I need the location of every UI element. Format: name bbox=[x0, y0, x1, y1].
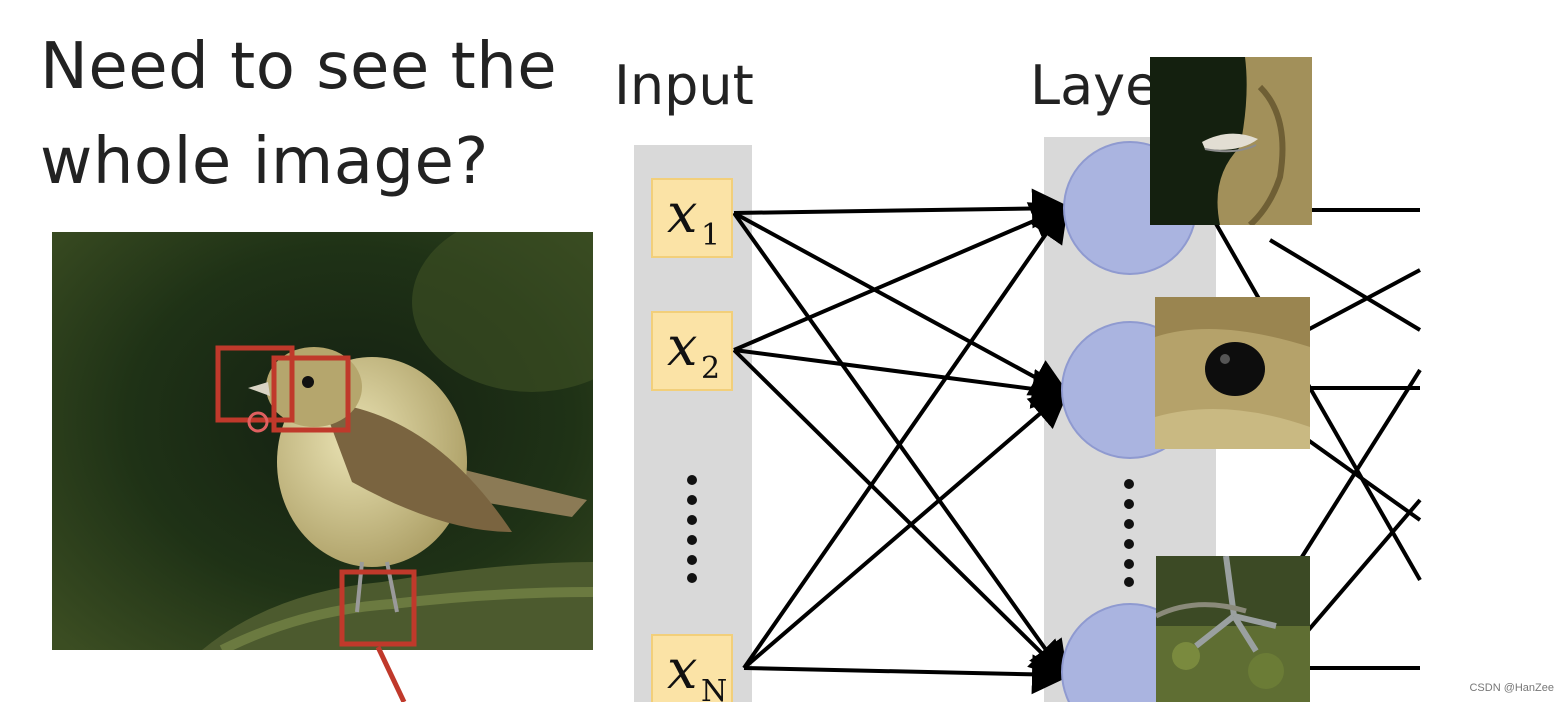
edge-xn-n2 bbox=[742, 387, 1071, 670]
bird-photo bbox=[52, 232, 593, 650]
input-ellipsis bbox=[687, 475, 697, 583]
watermark: CSDN @HanZee bbox=[1469, 682, 1554, 694]
edge-x2-n3 bbox=[732, 348, 1070, 681]
edge-x1-n2 bbox=[733, 211, 1072, 397]
layer-column-label: Laye bbox=[1030, 54, 1159, 117]
input-column-label: Input bbox=[614, 54, 754, 117]
title-line-1: Need to see the bbox=[40, 30, 558, 104]
layer-ellipsis bbox=[1124, 479, 1134, 587]
title-line-2: whole image? bbox=[40, 125, 489, 199]
bird-eye-patch bbox=[1155, 297, 1310, 449]
edge-x2-n2 bbox=[733, 348, 1072, 409]
edge-xn-n1 bbox=[742, 201, 1069, 670]
bird-beak-patch bbox=[1150, 57, 1312, 225]
bird-claw-patch bbox=[1156, 556, 1310, 702]
edge-x2-n1 bbox=[733, 202, 1072, 352]
edge-xn-n3 bbox=[743, 654, 1072, 695]
edge-x1-n1 bbox=[733, 188, 1072, 229]
red-leader-line bbox=[375, 645, 407, 702]
